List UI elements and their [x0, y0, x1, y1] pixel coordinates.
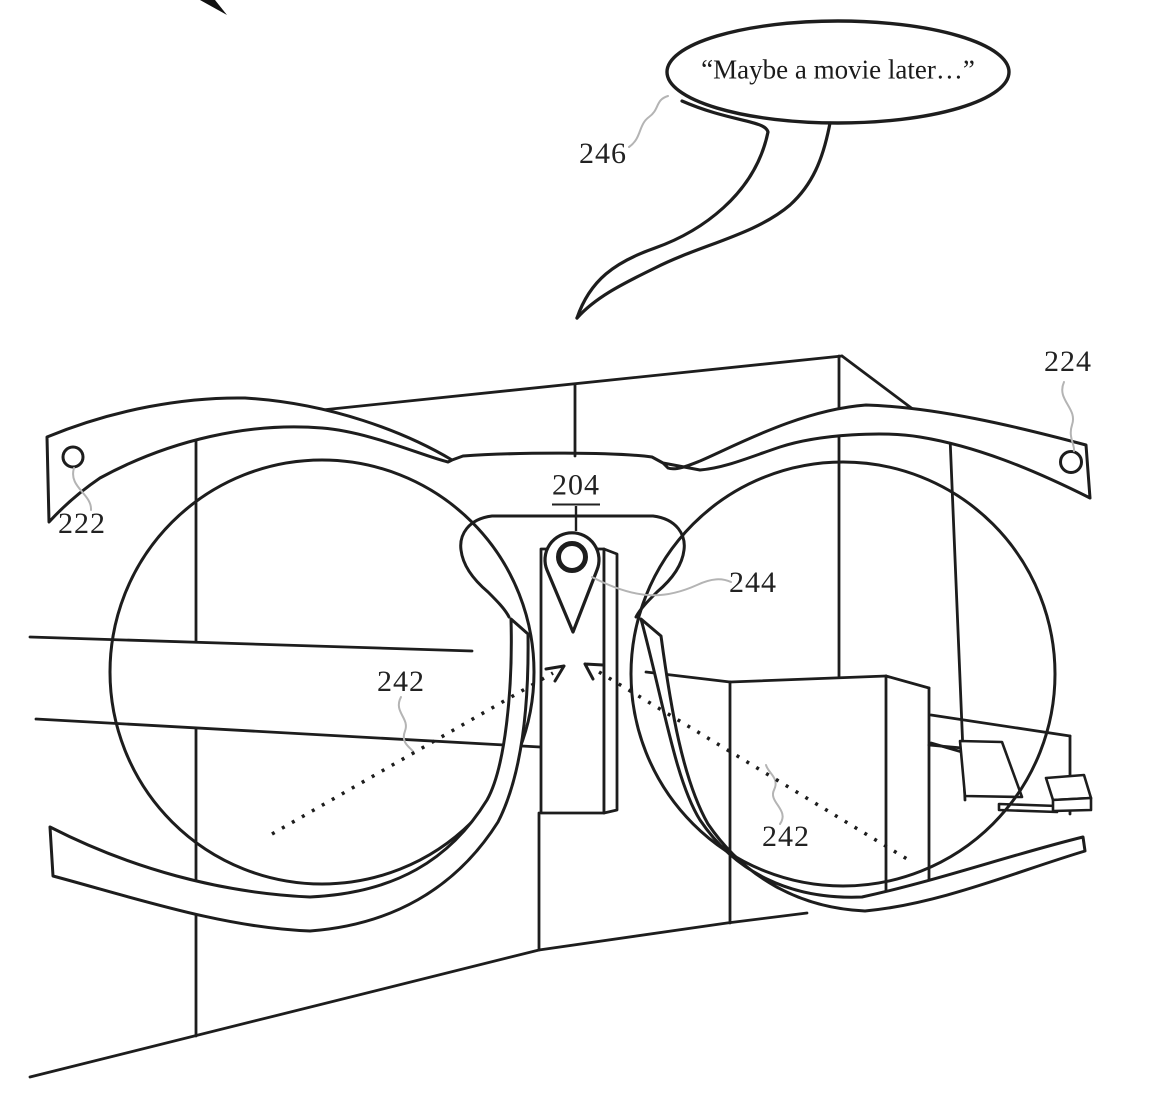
floor-edge: [28, 911, 809, 1079]
wall-right-slant-edge: [948, 435, 967, 802]
leader-242-left: [397, 696, 415, 754]
label-224: 224: [1044, 345, 1092, 378]
cabinet-top-side-edge: [884, 674, 931, 690]
speech-bubble-tail-left: [575, 99, 770, 320]
right-lens-circle: [629, 460, 1057, 888]
gaze-ray-right: [598, 670, 913, 864]
desk-shelf-edge: [929, 741, 964, 754]
leader-224: [1061, 381, 1076, 452]
background-room-lines: [28, 354, 1072, 1079]
label-204: 204: [552, 469, 600, 506]
laptop-screen: [958, 739, 1024, 799]
cabinet-top-front-edge: [728, 674, 888, 684]
label-242-right: 242: [762, 820, 810, 853]
speech-bubble-group: [575, 19, 1011, 320]
wall-ledge-top-line: [28, 635, 474, 653]
top-frame-band: [45, 396, 1092, 524]
left-bottom-rim-band: [48, 617, 530, 933]
label-242-left: 242: [377, 665, 425, 698]
leader-246: [628, 95, 669, 148]
label-244: 244: [729, 566, 777, 599]
speech-bubble: [665, 19, 1011, 125]
gaze-ray-right-arrowhead: [583, 662, 605, 681]
label-222: 222: [58, 507, 106, 540]
leader-242-right: [765, 764, 784, 825]
leader-lines: [72, 95, 1076, 825]
nose-bridge-keyhole: [459, 514, 686, 619]
gaze-rays: [271, 662, 913, 864]
left-lens-circle: [108, 458, 536, 886]
speech-bubble-tail-right: [575, 121, 832, 320]
cursor-arrow-artifact: [200, 0, 227, 15]
sensor-pin-lens: [556, 541, 588, 573]
small-box-top: [1044, 773, 1093, 802]
desk-objects: [958, 739, 1093, 814]
gaze-ray-left-arrowhead: [544, 664, 566, 683]
wall-ledge-bottom-line: [34, 717, 542, 749]
sensor-post-side: [602, 547, 619, 815]
small-box-front: [1051, 796, 1093, 813]
label-246: 246: [579, 137, 627, 170]
gaze-ray-left: [271, 671, 554, 836]
speech-bubble-text: “Maybe a movie later…”: [701, 54, 975, 85]
right-bottom-rim-band: [639, 617, 1087, 913]
wall-box-top-edge: [320, 354, 844, 412]
left-hinge-hole: [61, 445, 85, 469]
right-hinge-hole: [1059, 450, 1083, 474]
leader-244: [591, 576, 732, 597]
leader-222: [72, 467, 93, 511]
